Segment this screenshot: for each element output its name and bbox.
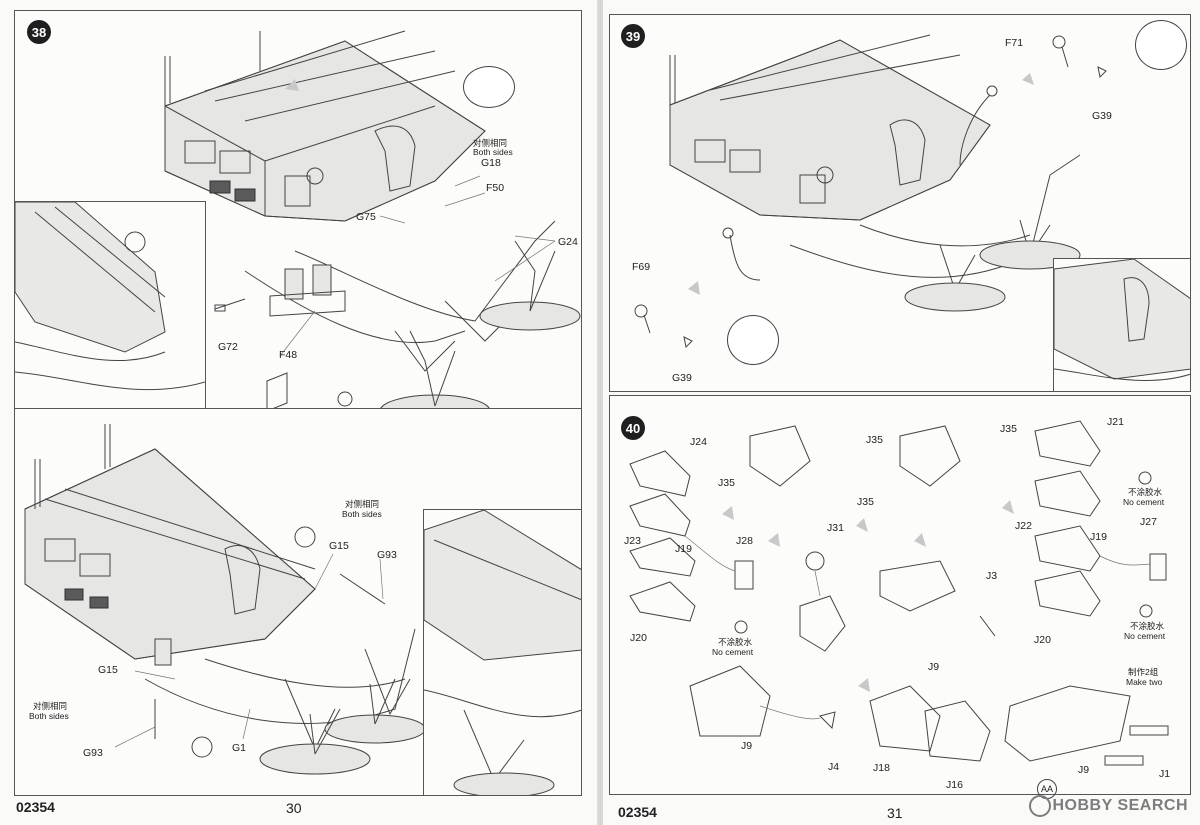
part-label-j22: J22: [1015, 520, 1032, 532]
part-label-j4: J4: [828, 761, 840, 773]
no-cement-note-left-cn: 不涂胶水: [718, 637, 753, 647]
page-number-left: 30: [286, 800, 302, 816]
part-label-j16: J16: [946, 779, 963, 791]
step-39-panel: 39: [609, 14, 1191, 392]
step-38-detail-inset: [15, 201, 206, 409]
catalog-number-left: 02354: [16, 799, 55, 815]
page-number-right: 31: [887, 805, 903, 821]
part-label-j9-left: J9: [741, 740, 753, 752]
step-40-panel: 40: [609, 395, 1191, 795]
watermark-text: HOBBY SEARCH: [1052, 797, 1188, 815]
part-label-g1: G1: [232, 742, 247, 754]
part-label-g75: G75: [356, 211, 376, 223]
step-38b-note2-en: Both sides: [29, 711, 69, 721]
no-cement-note-right-en: No cement: [1124, 631, 1166, 641]
step-38b-note-en: Both sides: [342, 509, 382, 519]
step-40-drawing: [629, 420, 1169, 766]
make-two-note-cn: 制作2组: [1128, 667, 1159, 677]
part-label-f69: F69: [632, 261, 651, 273]
step-40-badge: 40: [621, 416, 645, 440]
part-label-j35-a: J35: [866, 434, 883, 446]
step-39-badge: 39: [621, 24, 645, 48]
left-page: 38: [0, 0, 597, 825]
step-38-panel: 38: [14, 10, 582, 410]
step-38b-note-cn: 对侧相同: [345, 499, 380, 509]
step-39-callout-top: [1135, 20, 1187, 70]
part-label-j9-right: J9: [1078, 764, 1090, 776]
part-label-j31: J31: [827, 522, 844, 534]
no-cement-note-left-en: No cement: [712, 647, 754, 657]
watermark-logo-icon: [1028, 795, 1051, 817]
step-39-drawing: [634, 34, 1107, 349]
part-label-g18: G18: [481, 157, 501, 169]
no-cement-note-top-en: No cement: [1123, 497, 1165, 507]
step-39-inset: [1053, 258, 1190, 391]
step-38-callout: [463, 66, 515, 108]
part-label-j35-b: J35: [718, 477, 735, 489]
part-label-g39-bottom: G39: [672, 372, 692, 384]
part-label-g15-top: G15: [329, 540, 349, 552]
no-cement-note-top-cn: 不涂胶水: [1128, 487, 1163, 497]
step-38-lower-panel: 对侧相同 Both sides G15 G93 G15 对侧相同 Both si…: [14, 408, 582, 796]
hobby-search-watermark: HOBBY SEARCH: [1028, 795, 1189, 817]
make-two-note-en: Make two: [1126, 677, 1163, 687]
step-39-callout-bottom: [727, 315, 779, 365]
part-label-g24: G24: [558, 236, 578, 248]
part-label-f48: F48: [279, 349, 298, 361]
part-label-j23: J23: [624, 535, 641, 547]
part-label-j9-mid: J9: [928, 661, 940, 673]
part-label-j1: J1: [1159, 768, 1171, 780]
no-cement-note-right-cn: 不涂胶水: [1130, 621, 1165, 631]
part-label-g93-left: G93: [83, 747, 103, 759]
step-38b-note2-cn: 对侧相同: [33, 701, 68, 711]
part-label-g15-left: G15: [98, 664, 118, 676]
part-label-j24: J24: [690, 436, 707, 448]
part-label-g93-top: G93: [377, 549, 397, 561]
part-label-g72: G72: [218, 341, 238, 353]
part-label-f50: F50: [486, 182, 505, 194]
step-38-note-en: Both sides: [473, 147, 513, 157]
right-page: 39: [603, 0, 1200, 825]
step-38-lower-inset: [423, 509, 581, 795]
part-label-j20-left: J20: [630, 632, 647, 644]
step-38-lower-drawing: [24, 424, 426, 775]
part-label-f71: F71: [1005, 37, 1024, 49]
part-label-j18: J18: [873, 762, 890, 774]
part-label-j35-c: J35: [1000, 423, 1017, 435]
part-label-j27: J27: [1140, 516, 1157, 528]
part-label-j3: J3: [986, 570, 998, 582]
step-38-drawing: [164, 30, 581, 409]
part-label-g39-top: G39: [1092, 110, 1112, 122]
part-label-j21: J21: [1107, 416, 1124, 428]
step-38-badge: 38: [27, 20, 51, 44]
part-label-j19-right: J19: [1090, 531, 1107, 543]
part-label-j20-right: J20: [1034, 634, 1051, 646]
part-label-j19-left: J19: [675, 543, 692, 555]
part-label-j35-d: J35: [857, 496, 874, 508]
catalog-number-right: 02354: [618, 804, 657, 820]
part-label-j28: J28: [736, 535, 753, 547]
step-38-note-cn: 对侧相同: [473, 138, 508, 148]
